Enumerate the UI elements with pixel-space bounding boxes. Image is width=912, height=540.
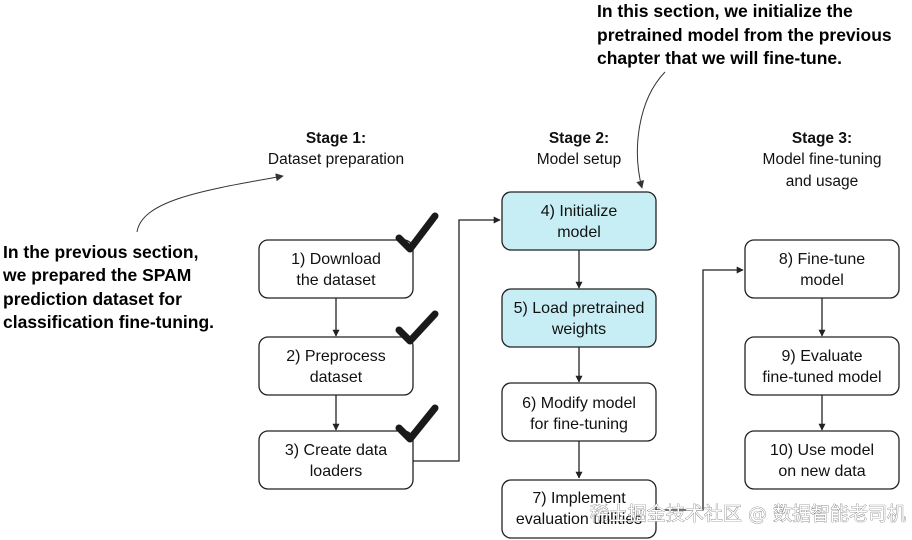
step-label: fine-tuned model	[762, 369, 881, 386]
step-label: 10) Use model	[770, 442, 874, 459]
step-label: dataset	[310, 369, 363, 386]
note-line: In the previous section,	[3, 242, 198, 262]
step-label: 2) Preprocess	[286, 348, 386, 365]
step-label: for fine-tuning	[530, 416, 628, 433]
step-label: loaders	[310, 463, 362, 480]
note-line: chapter that we will fine-tune.	[597, 48, 842, 68]
stage-header-3: Stage 3: Model fine-tuning and usage	[763, 130, 882, 190]
step-box-3-create-data-loaders: 3) Create data loaders	[258, 430, 414, 490]
step-label: 7) Implement	[532, 490, 626, 507]
top-note: In this section, we initialize the pretr…	[597, 1, 892, 68]
left-note-pointer	[136, 173, 284, 233]
note-line: classification fine-tuning.	[3, 312, 214, 332]
stage-title: Stage 1:	[306, 130, 366, 147]
note-line: we prepared the SPAM	[2, 265, 191, 285]
step-box-10-use-model: 10) Use model on new data	[744, 430, 900, 490]
step-box-7-evaluation-utilities: 7) Implement evaluation utilities	[501, 479, 657, 539]
top-note-pointer	[636, 71, 666, 189]
stage-subtitle: Model fine-tuning	[763, 151, 882, 168]
step-box-6-modify-model: 6) Modify model for fine-tuning	[501, 382, 657, 442]
step-label: the dataset	[296, 272, 376, 289]
step-label: 4) Initialize	[541, 203, 618, 220]
note-line: In this section, we initialize the	[597, 1, 853, 21]
stage-header-1: Stage 1: Dataset preparation	[268, 130, 404, 168]
stage-title: Stage 3:	[792, 130, 852, 147]
left-note: In the previous section, we prepared the…	[2, 242, 214, 332]
step-label: weights	[551, 321, 606, 338]
connector-s7-s8	[656, 266, 744, 511]
step-label: on new data	[778, 463, 865, 480]
step-label: 1) Download	[291, 251, 381, 268]
connectors	[332, 216, 826, 511]
stage-subtitle: and usage	[786, 173, 858, 190]
checkmark-icon	[395, 212, 439, 253]
step-label: model	[557, 224, 601, 241]
stage-subtitle: Model setup	[537, 151, 621, 168]
step-box-9-evaluate-model: 9) Evaluate fine-tuned model	[744, 336, 900, 396]
connector-s3-s4	[413, 216, 501, 462]
step-label: 9) Evaluate	[782, 348, 863, 365]
checkmark-icon	[395, 404, 439, 443]
step-label: model	[800, 272, 844, 289]
stage-title: Stage 2:	[549, 130, 609, 147]
stage-header-2: Stage 2: Model setup	[537, 130, 621, 168]
checkmark-icon	[395, 310, 439, 345]
step-label: 6) Modify model	[522, 395, 636, 412]
step-label: 8) Fine-tune	[779, 251, 865, 268]
step-box-1-download-dataset: 1) Download the dataset	[258, 239, 414, 299]
stage-subtitle: Dataset preparation	[268, 151, 404, 168]
note-line: prediction dataset for	[3, 289, 182, 309]
step-box-8-fine-tune-model: 8) Fine-tune model	[744, 239, 900, 299]
step-box-2-preprocess-dataset: 2) Preprocess dataset	[258, 336, 414, 396]
step-label: evaluation utilities	[516, 511, 642, 528]
step-box-5-load-pretrained-weights: 5) Load pretrained weights	[501, 288, 657, 348]
step-label: 3) Create data	[285, 442, 387, 459]
step-box-4-initialize-model: 4) Initialize model	[501, 191, 657, 251]
watermark-text: 稀土掘金技术社区 @ 数据智能老司机	[590, 503, 906, 525]
step-label: 5) Load pretrained	[514, 300, 645, 317]
note-line: pretrained model from the previous	[597, 25, 892, 45]
